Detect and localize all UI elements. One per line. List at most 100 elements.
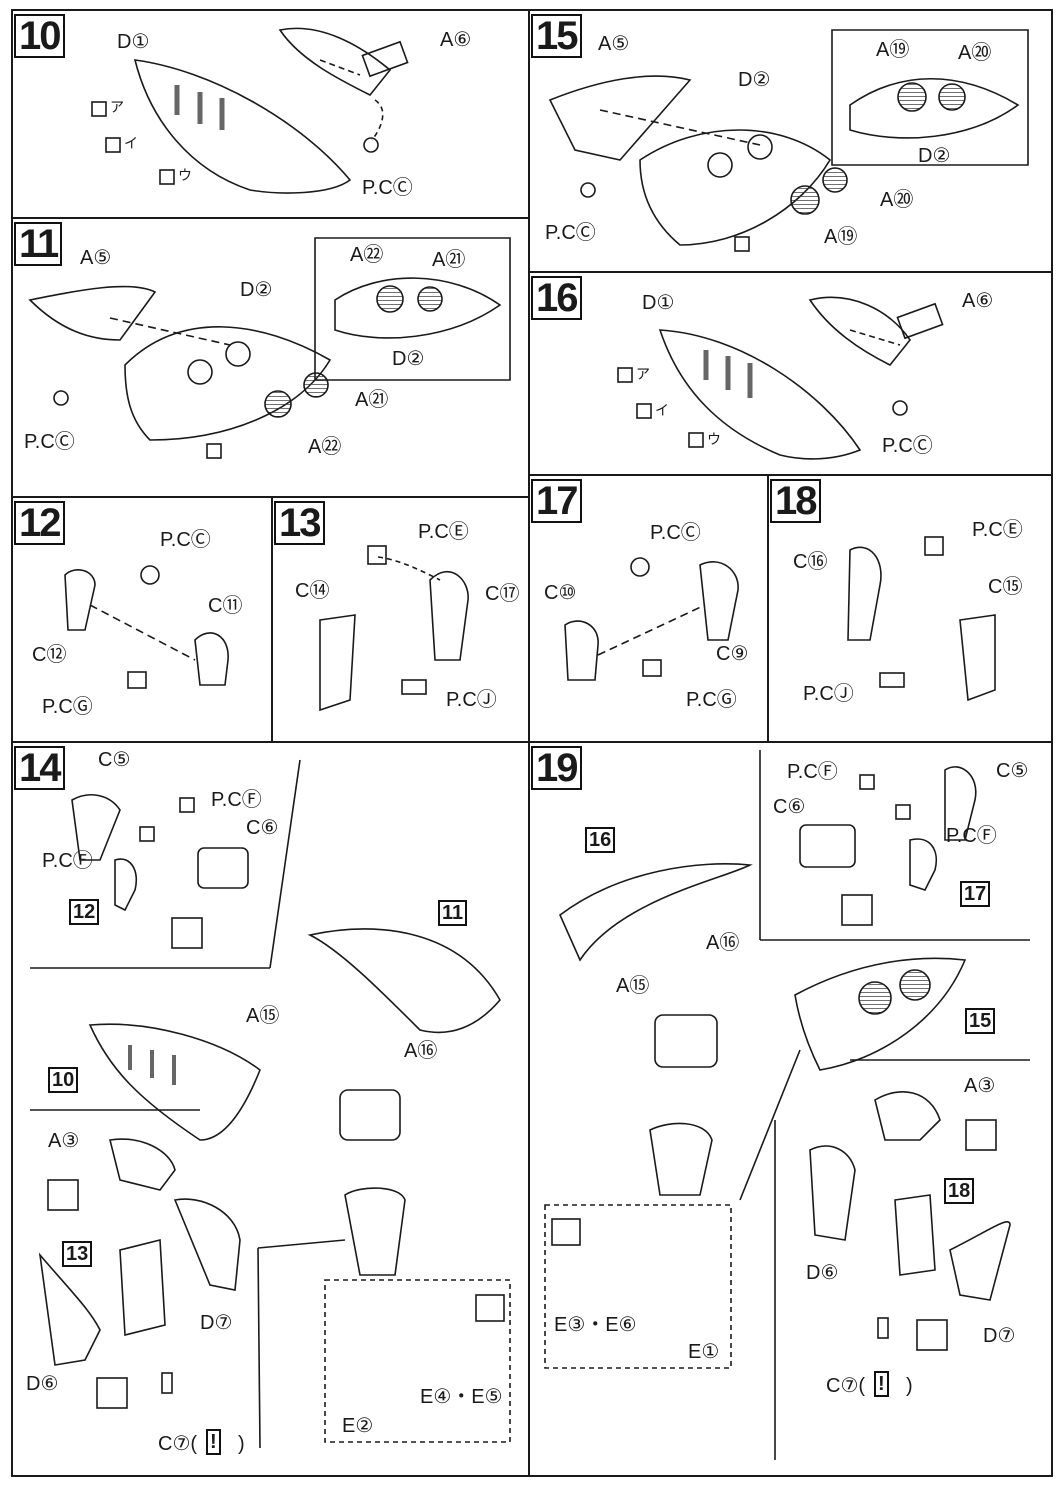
part-label: D② — [240, 279, 273, 301]
sticker-mark: イ — [124, 135, 138, 151]
part-label: C⑯ — [793, 551, 828, 573]
part-label: P.CⒼ — [686, 689, 737, 711]
caution-icon: ! — [874, 1371, 889, 1397]
part-label: E② — [342, 1415, 374, 1437]
sticker-mark: ウ — [707, 431, 721, 447]
part-label: P.CⒸ — [545, 222, 596, 244]
step-10-drawing — [91, 27, 409, 194]
part-label: C⑩ — [544, 582, 577, 604]
step-18-drawing — [847, 536, 996, 702]
part-label: A⑲ — [876, 39, 910, 61]
step-reference: 13 — [62, 1241, 93, 1267]
part-label: D⑥ — [26, 1373, 59, 1395]
step-13-drawing — [319, 545, 469, 712]
part-label: A③ — [964, 1075, 996, 1097]
part-label: P.CⒿ — [803, 683, 854, 705]
part-label: A⑲ — [824, 226, 858, 248]
step-number-18: 18 — [770, 479, 821, 523]
step-reference: 16 — [585, 827, 616, 853]
part-label: P.CⒸ — [650, 522, 701, 544]
part-label: C⑤ — [996, 760, 1029, 782]
part-label: C⑥ — [773, 796, 806, 818]
part-label: D① — [642, 292, 675, 314]
caution-icon: ! — [206, 1429, 221, 1455]
part-label: E① — [688, 1341, 720, 1363]
part-label: C⑮ — [988, 576, 1023, 598]
part-label: ) — [238, 1433, 245, 1455]
part-label: A㉒ — [308, 436, 342, 458]
part-label: D② — [738, 69, 771, 91]
part-label: C⑰ — [485, 583, 520, 605]
part-label: P.CⒻ — [787, 761, 838, 783]
part-label: C⑦( — [826, 1375, 866, 1397]
part-label: C⑤ — [98, 749, 131, 771]
step-reference: 15 — [965, 1008, 996, 1034]
part-label: D② — [392, 348, 425, 370]
part-label: C⑥ — [246, 817, 279, 839]
part-label: A⑤ — [598, 33, 630, 55]
sticker-mark: ア — [110, 99, 124, 115]
step-number-14: 14 — [14, 746, 65, 790]
part-label: D② — [918, 145, 951, 167]
step-16-drawing — [617, 296, 944, 460]
part-label: D① — [117, 31, 150, 53]
step-number-10: 10 — [14, 14, 65, 58]
sticker-mark: イ — [655, 402, 669, 418]
step-14-drawing — [30, 759, 511, 1449]
part-label: P.CⒸ — [24, 431, 75, 453]
part-label: D⑦ — [200, 1312, 233, 1334]
part-label: A⑯ — [706, 932, 740, 954]
part-label: P.CⒺ — [972, 519, 1023, 541]
part-label: A⑯ — [404, 1040, 438, 1062]
part-label: D⑥ — [806, 1262, 839, 1284]
step-number-13: 13 — [274, 501, 325, 545]
part-label: A⑤ — [80, 247, 112, 269]
part-label: P.CⒻ — [946, 825, 997, 847]
step-reference: 18 — [944, 1178, 975, 1204]
part-label: P.CⒺ — [418, 521, 469, 543]
step-12-drawing — [64, 565, 229, 689]
part-label: E④・E⑤ — [420, 1386, 503, 1408]
part-label: A⑥ — [962, 290, 994, 312]
part-label: A㉒ — [350, 244, 384, 266]
part-label: P.CⒻ — [211, 789, 262, 811]
sticker-mark: ア — [636, 366, 650, 382]
part-label: A⑮ — [616, 975, 650, 997]
step-number-19: 19 — [531, 746, 582, 790]
part-label: ) — [906, 1375, 913, 1397]
part-label: A③ — [48, 1130, 80, 1152]
part-label: C⑭ — [295, 580, 330, 602]
step-number-11: 11 — [14, 222, 63, 266]
step-11-drawing — [28, 237, 511, 459]
part-label: A⑮ — [246, 1005, 280, 1027]
part-label: P.CⒸ — [160, 529, 211, 551]
sticker-mark: ウ — [178, 167, 192, 183]
step-reference: 17 — [960, 881, 991, 907]
part-label: P.CⒻ — [42, 850, 93, 872]
part-label: P.CⒸ — [882, 435, 933, 457]
part-label: E③・E⑥ — [554, 1314, 637, 1336]
step-number-15: 15 — [531, 14, 582, 58]
part-label: C⑫ — [32, 644, 67, 666]
part-label: C⑦( — [158, 1433, 198, 1455]
step-17-drawing — [564, 557, 739, 681]
step-number-17: 17 — [531, 479, 582, 523]
part-label: A⑥ — [440, 29, 472, 51]
part-label: A㉑ — [355, 389, 389, 411]
step-19-drawing — [544, 750, 1030, 1460]
step-number-12: 12 — [14, 501, 65, 545]
part-label: P.CⒼ — [42, 696, 93, 718]
step-number-16: 16 — [531, 276, 582, 320]
step-15-drawing — [548, 29, 1029, 252]
part-label: P.CⒸ — [362, 177, 413, 199]
part-label: A㉑ — [432, 249, 466, 271]
part-label: A⑳ — [958, 42, 992, 64]
step-reference: 10 — [48, 1067, 79, 1093]
part-label: D⑦ — [983, 1325, 1016, 1347]
step-reference: 12 — [69, 899, 100, 925]
part-label: C⑨ — [716, 643, 749, 665]
step-reference: 11 — [438, 900, 468, 926]
part-label: A⑳ — [880, 189, 914, 211]
part-label: P.CⒿ — [446, 689, 497, 711]
